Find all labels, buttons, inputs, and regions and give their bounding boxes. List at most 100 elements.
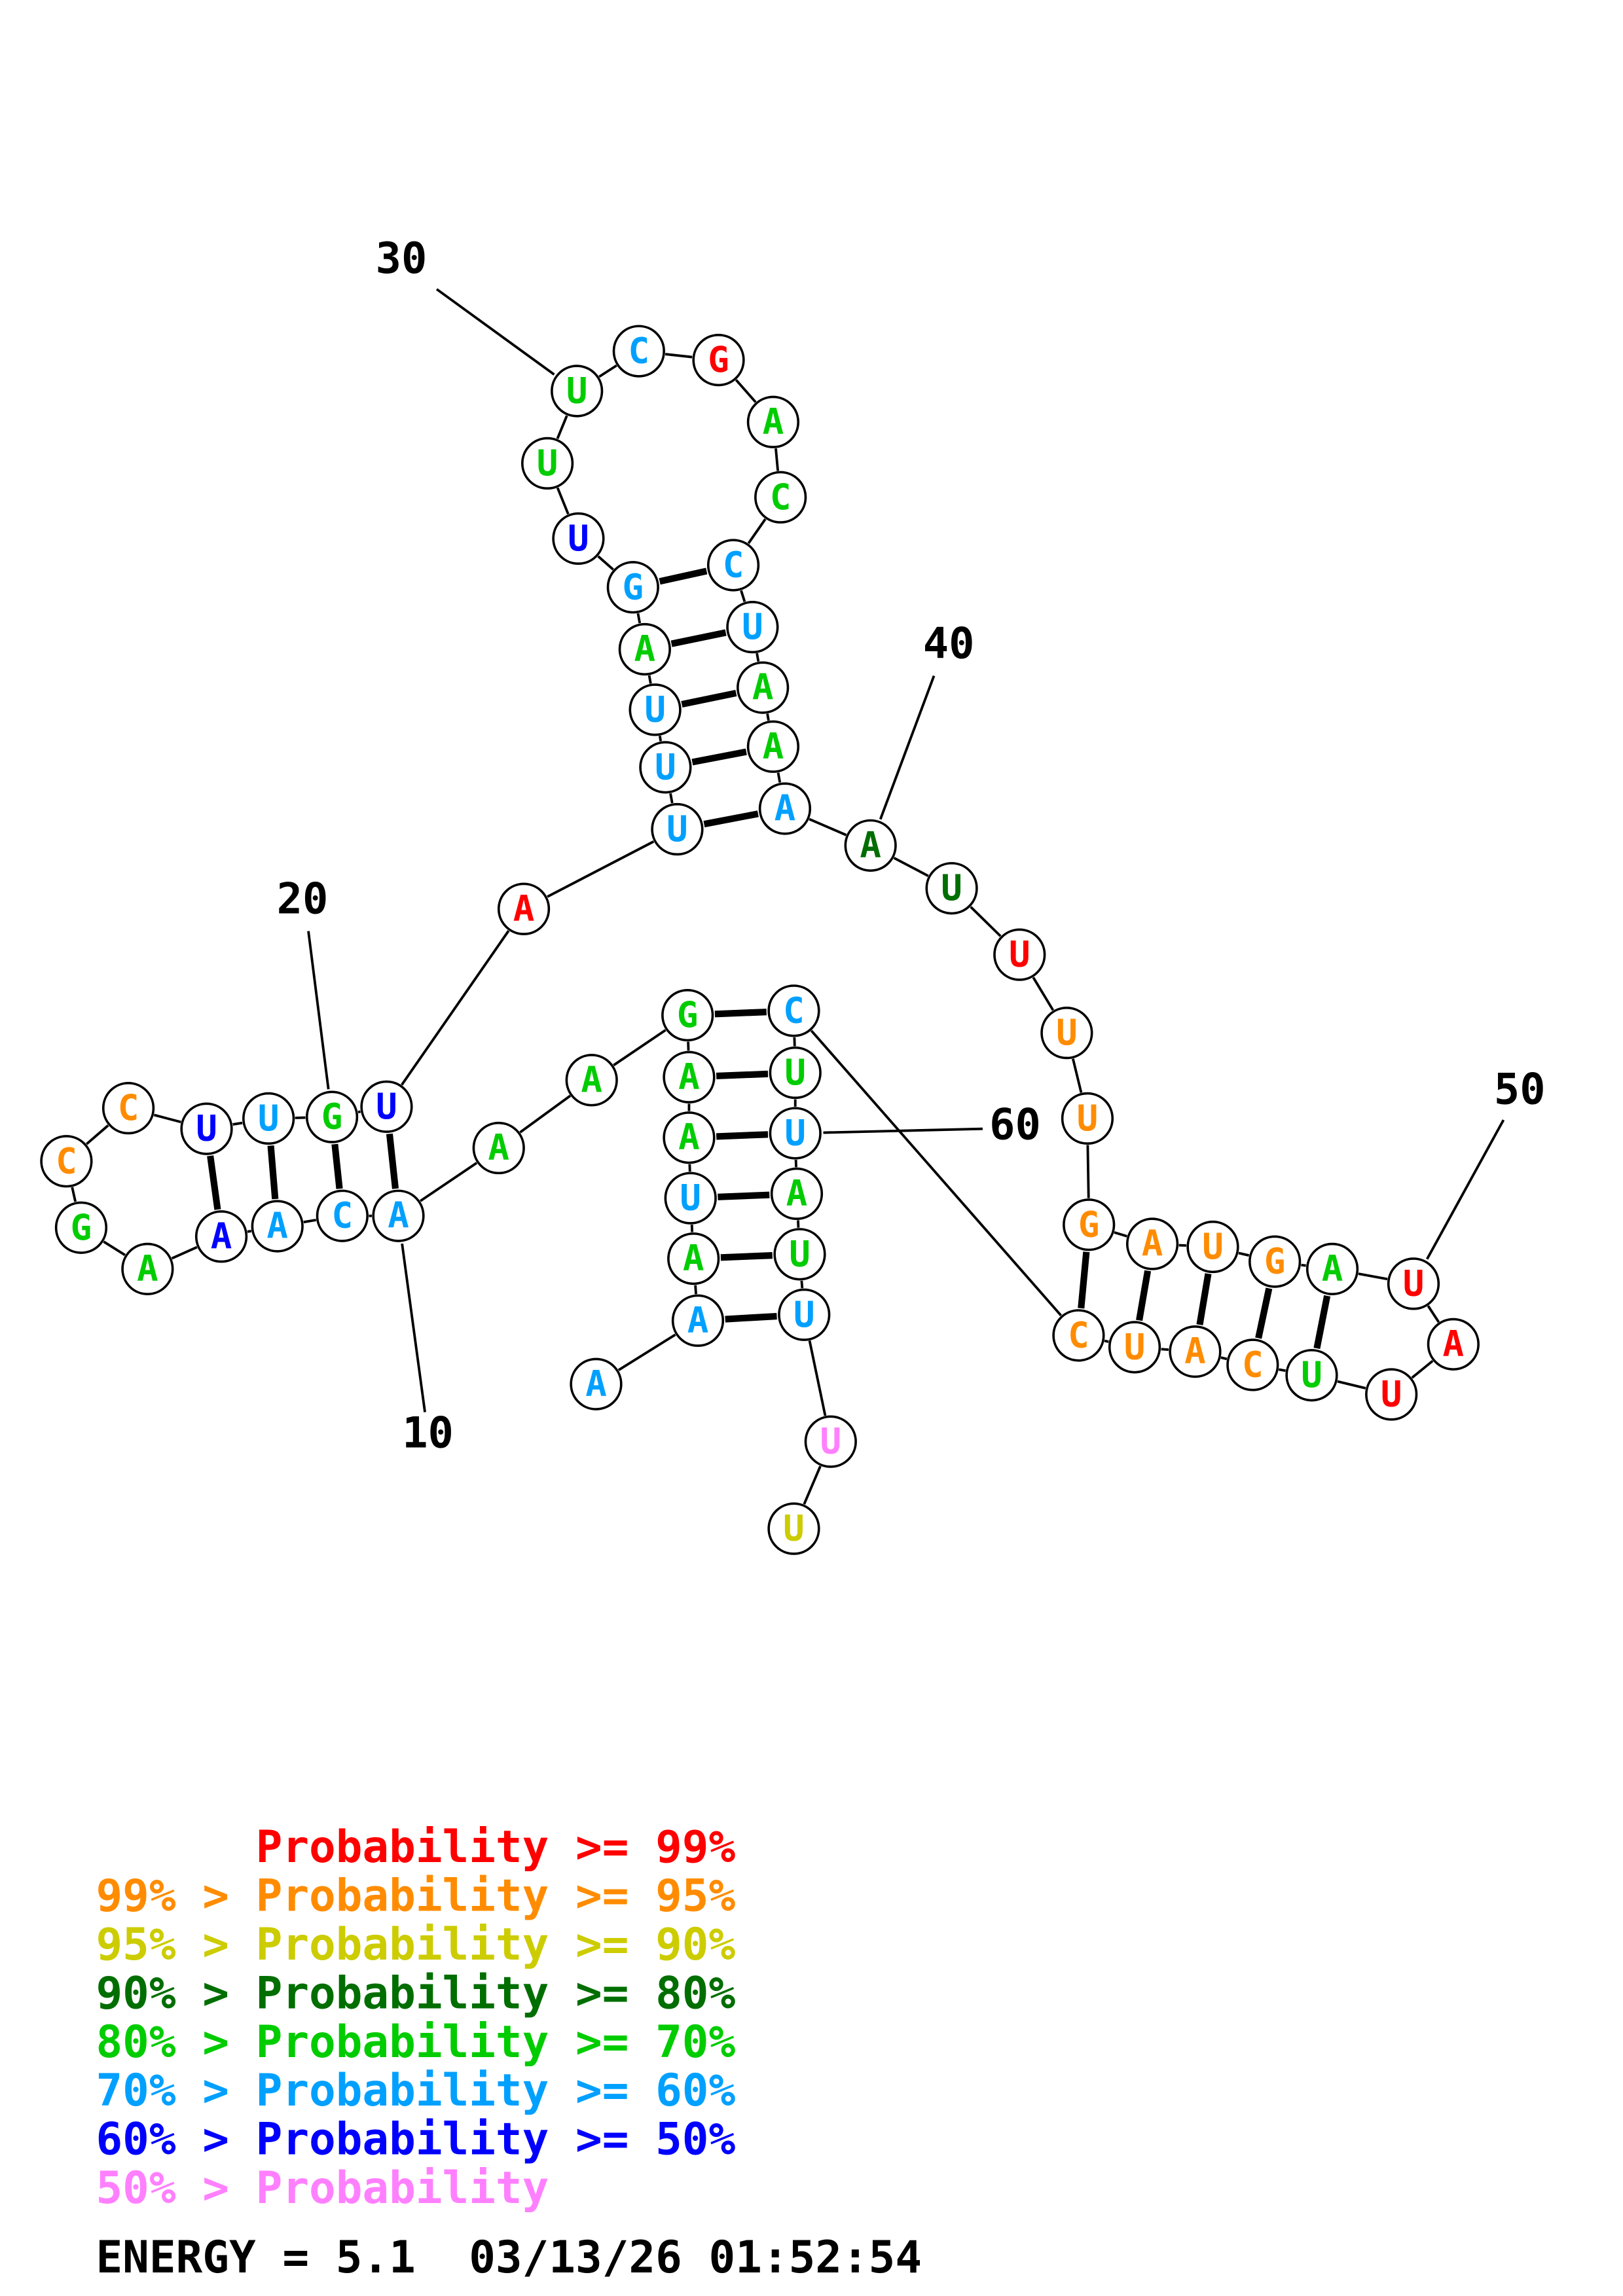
nucleotide-base: U xyxy=(644,689,666,730)
label-leader-line xyxy=(823,1127,983,1134)
backbone-line xyxy=(810,1030,1063,1317)
nucleotide-base: A xyxy=(1322,1248,1343,1289)
legend-entry: 99% > Probability >= 95% xyxy=(96,1870,735,1922)
basepair-line xyxy=(670,629,727,647)
nucleotide-base: U xyxy=(666,808,688,850)
nucleotide-circle xyxy=(54,1201,108,1254)
nucleotide-circle xyxy=(746,720,800,773)
nucleotide-base: A xyxy=(763,726,784,767)
backbone-line xyxy=(171,1246,198,1260)
position-label: 10 xyxy=(402,1408,454,1458)
backbone-line xyxy=(1278,1368,1286,1372)
label-leader-line xyxy=(1426,1119,1505,1260)
nucleotide-base: U xyxy=(1056,1012,1078,1053)
basepair-line xyxy=(207,1155,221,1210)
nucleotide-circle xyxy=(251,1200,304,1253)
basepair-line xyxy=(386,1133,399,1189)
backbone-line xyxy=(401,930,510,1086)
backbone-line xyxy=(597,555,614,571)
nucleotide-base: U xyxy=(789,1233,811,1274)
backbone-line xyxy=(598,364,617,378)
backbone-line xyxy=(800,1280,804,1289)
nucleotide-circle xyxy=(1063,1198,1116,1251)
backbone-line xyxy=(357,1110,361,1114)
nucleotide-base: A xyxy=(634,628,656,670)
nucleotide-circle xyxy=(639,741,692,794)
nucleotide-circle xyxy=(754,471,807,524)
nucleotide-base: U xyxy=(537,442,558,484)
nucleotide-circle xyxy=(194,1210,248,1263)
nucleotide-circle xyxy=(769,1046,822,1100)
nucleotide-circle xyxy=(1305,1242,1359,1295)
nucleotide-circle xyxy=(925,862,978,915)
basepair-line xyxy=(716,1131,769,1140)
nucleotide-base: U xyxy=(196,1108,217,1149)
position-label: 60 xyxy=(989,1100,1041,1149)
nucleotide-circle xyxy=(706,539,760,592)
nucleotide-base: A xyxy=(388,1195,409,1236)
label-leader-line xyxy=(879,675,936,820)
nucleotide-circle xyxy=(629,683,682,736)
backbone-line xyxy=(1220,1356,1228,1361)
backbone-line xyxy=(970,906,1002,937)
nucleotide-circle xyxy=(618,622,671,676)
basepair-line xyxy=(1196,1273,1212,1325)
backbone-line xyxy=(1032,977,1055,1011)
nucleotide-circle xyxy=(661,988,714,1042)
nucleotide-base: U xyxy=(568,518,589,559)
backbone-line xyxy=(669,793,674,804)
nucleotide-base: C xyxy=(1242,1344,1264,1385)
nucleotide-circle xyxy=(121,1242,174,1295)
nucleotide-circle xyxy=(305,1090,359,1143)
nucleotide-circle xyxy=(180,1102,233,1155)
backbone-line xyxy=(247,1230,252,1233)
backbone-line xyxy=(636,613,642,624)
nucleotide-base: U xyxy=(566,370,588,411)
nucleotide-circle xyxy=(1040,1007,1093,1060)
nucleotide-circle xyxy=(551,365,604,418)
nucleotide-circle xyxy=(726,601,779,654)
nucleotide-circle xyxy=(565,1054,618,1107)
nucleotide-base: U xyxy=(1301,1354,1322,1395)
nucleotide-circle xyxy=(758,782,812,835)
nucleotide-circle xyxy=(612,325,665,378)
backbone-line xyxy=(1337,1380,1366,1390)
nucleotide-base: G xyxy=(71,1207,92,1248)
position-label: 20 xyxy=(277,874,329,924)
backbone-line xyxy=(893,857,929,877)
nucleotide-base: U xyxy=(784,1052,806,1093)
nucleotide-base: A xyxy=(513,888,535,929)
nucleotide-base: U xyxy=(1124,1326,1146,1367)
backbone-line xyxy=(766,713,770,721)
nucleotide-base: G xyxy=(623,566,644,607)
backbone-line xyxy=(1104,1339,1109,1343)
backbone-line xyxy=(694,1285,697,1295)
backbone-line xyxy=(86,1124,109,1145)
label-leader-line xyxy=(401,1243,426,1412)
nucleotide-base: A xyxy=(1142,1223,1163,1265)
nucleotide-base: G xyxy=(321,1096,343,1138)
nucleotide-circle xyxy=(372,1189,425,1242)
nucleotide-base: G xyxy=(1264,1241,1286,1282)
nucleotide-base: G xyxy=(677,994,699,1035)
nucleotide-circle xyxy=(242,1092,295,1145)
nucleotide-base: A xyxy=(1184,1331,1206,1372)
nucleotide-circle xyxy=(1427,1318,1480,1371)
backbone-line xyxy=(1161,1348,1169,1352)
nucleotide-base: U xyxy=(793,1294,815,1335)
backbone-line xyxy=(556,487,570,515)
backbone-line xyxy=(1238,1251,1250,1257)
basepair-line xyxy=(691,748,747,766)
backbone-line xyxy=(1301,1263,1306,1267)
backbone-line xyxy=(71,1187,77,1202)
nucleotide-circle xyxy=(664,1172,717,1225)
backbone-line xyxy=(613,1029,666,1067)
nucleotide-base: U xyxy=(1403,1263,1425,1304)
backbone-line xyxy=(665,353,693,359)
legend-entry: 90% > Probability >= 80% xyxy=(96,1967,735,2018)
basepair-line xyxy=(718,1191,770,1200)
backbone-and-pairs-layer xyxy=(71,353,1440,1505)
nucleotide-circle xyxy=(778,1288,831,1341)
nucleotide-circle xyxy=(1052,1309,1105,1362)
nucleotide-circle xyxy=(1108,1321,1161,1374)
